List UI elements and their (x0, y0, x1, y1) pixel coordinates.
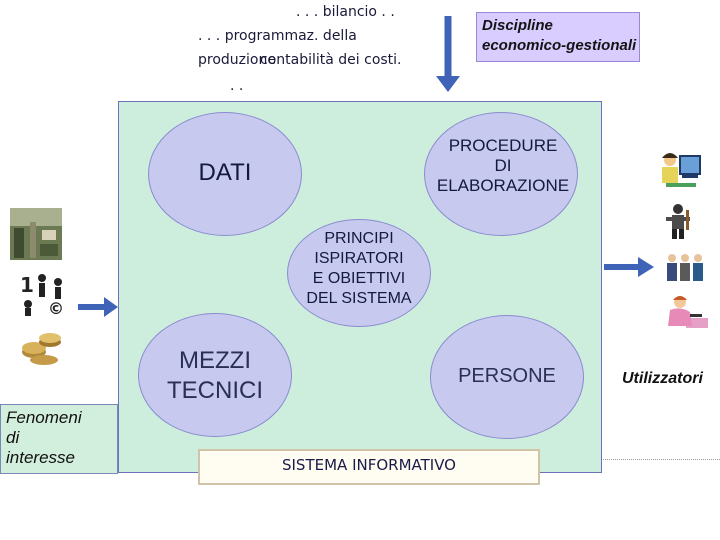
landscape-photo-icon (10, 208, 62, 260)
procedure-line2: DI (494, 156, 512, 175)
fenomeni-label: Fenomeni di interesse (6, 408, 82, 468)
fenomeni-line1: Fenomeni (6, 408, 82, 427)
dati-ellipse (148, 112, 302, 236)
system-label-box (198, 449, 540, 485)
svg-text:©: © (48, 299, 64, 316)
fenomeni-box (0, 404, 118, 474)
procedure-line3: ELABORAZIONE (436, 176, 570, 195)
mezzi-label: MEZZI TECNICI (138, 346, 292, 406)
business-people-icon (667, 254, 703, 281)
coins-icon (22, 333, 61, 365)
mezzi-line1: MEZZI (179, 347, 251, 374)
people-symbols-icon: 1 © (20, 273, 64, 316)
top-note-line2: . . . programmaz. della (198, 28, 357, 44)
principi-line1: PRINCIPI (324, 230, 394, 247)
system-label: SISTEMA INFORMATIVO (281, 456, 456, 474)
fenomeni-line2: di (6, 428, 20, 447)
worker-icon (666, 204, 690, 239)
disciplines-line2: economico-gestionali (482, 37, 637, 54)
disciplines-line1: Discipline (482, 17, 553, 34)
principi-label: PRINCIPI ISPIRATORI E OBIETTIVI DEL SIST… (279, 229, 439, 309)
top-note-line1: . . . bilancio . . (296, 4, 395, 20)
arrow-out-icon (604, 257, 654, 277)
procedure-label: PROCEDURE DI ELABORAZIONE (414, 136, 592, 196)
persone-ellipse (430, 315, 584, 439)
dati-label: DATI (198, 159, 252, 186)
top-note-line3a: produzione (198, 52, 276, 68)
principi-ellipse (287, 219, 431, 327)
svg-text:1: 1 (20, 273, 34, 297)
disciplines-box (476, 12, 640, 62)
principi-line2: ISPIRATORI (314, 250, 404, 267)
fenomeni-line3: interesse (6, 448, 75, 467)
utilizzatori-label: Utilizzatori (622, 370, 703, 387)
computer-user-icon (662, 153, 701, 187)
procedure-ellipse (424, 112, 578, 236)
principi-line4: DEL SISTEMA (306, 290, 412, 307)
persone-label: PERSONE (458, 365, 556, 387)
top-note-line3b: contabilità dei costi. (260, 52, 402, 68)
arrow-down-icon (436, 16, 460, 92)
person-writing-icon (668, 296, 708, 328)
mezzi-line2: TECNICI (167, 377, 263, 404)
procedure-line1: PROCEDURE (448, 136, 558, 155)
disciplines-label: Discipline economico-gestionali (482, 16, 636, 56)
arrow-in-icon (78, 297, 118, 317)
principi-line3: E OBIETTIVI (312, 270, 406, 287)
top-note-line4: . . (230, 78, 244, 94)
mezzi-ellipse (138, 313, 292, 437)
